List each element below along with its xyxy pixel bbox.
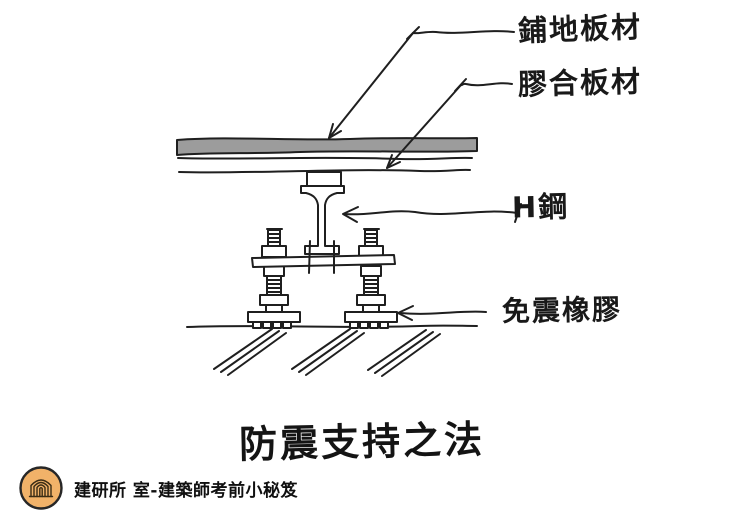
- h-steel-beam: [300, 171, 345, 274]
- label-floor-board: 鋪地板材: [517, 9, 643, 49]
- leader-plywood: [386, 78, 513, 169]
- arrowhead-down-left: [386, 154, 401, 169]
- adjustable-pedestal-left: [247, 228, 301, 329]
- floor-board: [176, 137, 478, 161]
- leader-floor-board: [328, 26, 515, 139]
- footer-brand-text: 建研所 室-建築師考前小秘笈: [74, 480, 298, 501]
- bolt-rods: [308, 240, 335, 274]
- arrowhead-left: [342, 206, 359, 223]
- arrowhead-down-left: [328, 123, 342, 139]
- diagram-title: 防震支持之法: [238, 417, 486, 467]
- arch-shelter-icon: [19, 466, 63, 510]
- floor-line: [186, 324, 478, 328]
- label-isolation-rubber: 免震橡膠: [501, 292, 623, 329]
- arrowhead-left: [397, 305, 414, 321]
- footer-brand: 建研所 室-建築師考前小秘笈: [18, 465, 298, 511]
- adjustable-pedestal-right: [344, 228, 398, 329]
- plywood-board: [178, 168, 471, 174]
- leader-h-steel: [342, 203, 522, 223]
- leader-isolation-rubber: [397, 305, 487, 321]
- support-bar: [251, 254, 396, 268]
- label-h-steel: H鋼: [511, 189, 570, 225]
- label-plywood: 膠合板材: [517, 64, 643, 102]
- ground-hatching: [213, 328, 441, 377]
